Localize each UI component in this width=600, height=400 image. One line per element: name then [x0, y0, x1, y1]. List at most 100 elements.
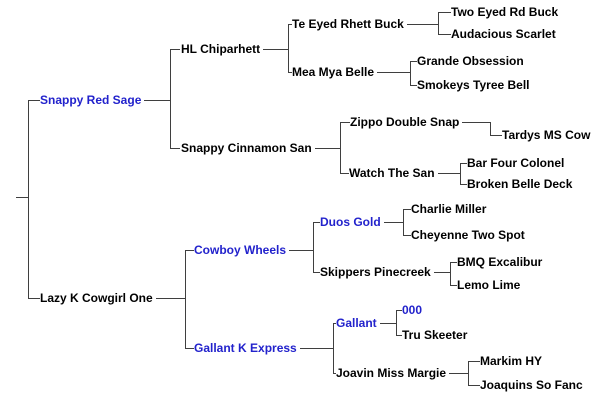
branch-stub	[438, 12, 451, 13]
connector-line	[433, 271, 450, 273]
node-row-lazy-k-cowgirl-one: Lazy K Cowgirl One	[40, 290, 185, 306]
subject-stub-line	[16, 197, 28, 198]
horse-name: Te Eyed Rhett Buck	[292, 17, 404, 31]
horse-name: Markim HY	[480, 354, 543, 368]
horse-name: Mea Mya Belle	[292, 65, 375, 79]
node-row-watch-the-san: Watch The San	[349, 165, 460, 181]
bracket-line	[340, 122, 341, 174]
node-row-mea-mya-belle: Mea Mya Belle	[292, 64, 410, 80]
horse-name-link[interactable]: Gallant K Express	[194, 341, 297, 355]
connector-line	[299, 347, 333, 349]
connector-line	[155, 297, 185, 299]
branch-stub	[185, 250, 194, 251]
connector-line	[462, 121, 490, 123]
bracket-line	[410, 61, 411, 86]
node-row-skippers-pinecreek: Skippers Pinecreek	[320, 264, 450, 280]
bracket-line	[288, 24, 289, 73]
connector-line	[263, 48, 288, 50]
branch-stub	[450, 285, 457, 286]
node-row-duos-gold: Duos Gold	[320, 214, 403, 230]
horse-name: Zippo Double Snap	[350, 115, 460, 129]
horse-name: Tardys MS Cow	[502, 128, 591, 142]
horse-name: HL Chiparhett	[181, 42, 261, 56]
horse-name: Charlie Miller	[411, 202, 487, 216]
branch-stub	[340, 173, 349, 174]
horse-name: Skippers Pinecreek	[320, 265, 431, 279]
connector-line	[377, 71, 410, 73]
branch-stub	[410, 85, 417, 86]
horse-name-link[interactable]: Gallant	[336, 316, 377, 330]
branch-stub	[460, 163, 467, 164]
connector-line	[449, 372, 468, 374]
branch-stub	[450, 262, 457, 263]
horse-name: Tru Skeeter	[402, 328, 468, 342]
bracket-line	[468, 361, 469, 386]
connector-line	[144, 99, 170, 101]
branch-stub	[468, 385, 480, 386]
horse-name: Grande Obsession	[417, 54, 524, 68]
horse-name: Cheyenne Two Spot	[411, 228, 525, 242]
branch-stub	[170, 49, 180, 50]
branch-stub	[340, 122, 350, 123]
branch-stub	[313, 222, 320, 223]
root-bracket-line	[28, 100, 29, 299]
node-row-snappy-cinnamon-san: Snappy Cinnamon San	[181, 140, 340, 156]
branch-stub	[288, 72, 292, 73]
branch-stub	[403, 235, 411, 236]
horse-name: Lemo Lime	[457, 278, 521, 292]
connector-line	[383, 221, 403, 223]
bracket-line	[333, 323, 334, 374]
horse-name: Joaquins So Fanc	[480, 378, 583, 392]
branch-stub	[333, 323, 336, 324]
horse-name-link[interactable]: Cowboy Wheels	[194, 243, 287, 257]
horse-name: Smokeys Tyree Bell	[417, 78, 530, 92]
branch-stub	[438, 34, 451, 35]
bracket-line	[450, 262, 451, 286]
horse-name: Broken Belle Deck	[467, 177, 573, 191]
bracket-line	[313, 222, 314, 273]
horse-name: Snappy Cinnamon San	[181, 141, 312, 155]
horse-name-link[interactable]: Duos Gold	[320, 215, 381, 229]
node-row-hl-chiparhett: HL Chiparhett	[181, 41, 288, 57]
node-row-cowboy-wheels: Cowboy Wheels	[194, 242, 313, 258]
bracket-line	[185, 250, 186, 349]
node-row-zippo-double-snap: Zippo Double Snap	[350, 114, 490, 130]
horse-name: Lazy K Cowgirl One	[40, 291, 153, 305]
node-row-joavin-miss-margie: Joavin Miss Margie	[336, 365, 468, 381]
branch-stub	[460, 184, 467, 185]
horse-name: BMQ Excalibur	[457, 255, 543, 269]
branch-stub	[468, 361, 480, 362]
bracket-line	[460, 163, 461, 185]
bracket-line	[438, 12, 439, 35]
connector-line	[406, 23, 438, 25]
node-row-gallant: Gallant	[336, 315, 396, 331]
horse-name: Two Eyed Rd Buck	[451, 5, 559, 19]
bracket-line	[396, 310, 397, 336]
branch-stub	[28, 298, 40, 299]
branch-stub	[490, 135, 502, 136]
branch-stub	[403, 209, 411, 210]
branch-stub	[313, 272, 320, 273]
horse-name: Watch The San	[349, 166, 435, 180]
branch-stub	[410, 61, 417, 62]
bracket-line	[403, 209, 404, 236]
branch-stub	[333, 373, 336, 374]
connector-line	[289, 249, 313, 251]
connector-line	[314, 147, 340, 149]
horse-name-link[interactable]: Snappy Red Sage	[40, 93, 142, 107]
branch-stub	[28, 100, 40, 101]
node-row-snappy-red-sage: Snappy Red Sage	[40, 92, 170, 108]
branch-stub	[396, 335, 402, 336]
branch-stub	[288, 24, 292, 25]
horse-name-link[interactable]: 000	[402, 303, 423, 317]
node-row-gallant-k-express: Gallant K Express	[194, 340, 333, 356]
horse-name: Bar Four Colonel	[467, 156, 565, 170]
connector-line	[437, 172, 460, 174]
connector-line	[379, 322, 396, 324]
branch-stub	[185, 348, 194, 349]
branch-stub	[170, 148, 180, 149]
horse-name: Joavin Miss Margie	[336, 366, 447, 380]
node-row-te-eyed-rhett-buck: Te Eyed Rhett Buck	[292, 16, 438, 32]
branch-stub	[396, 310, 402, 311]
